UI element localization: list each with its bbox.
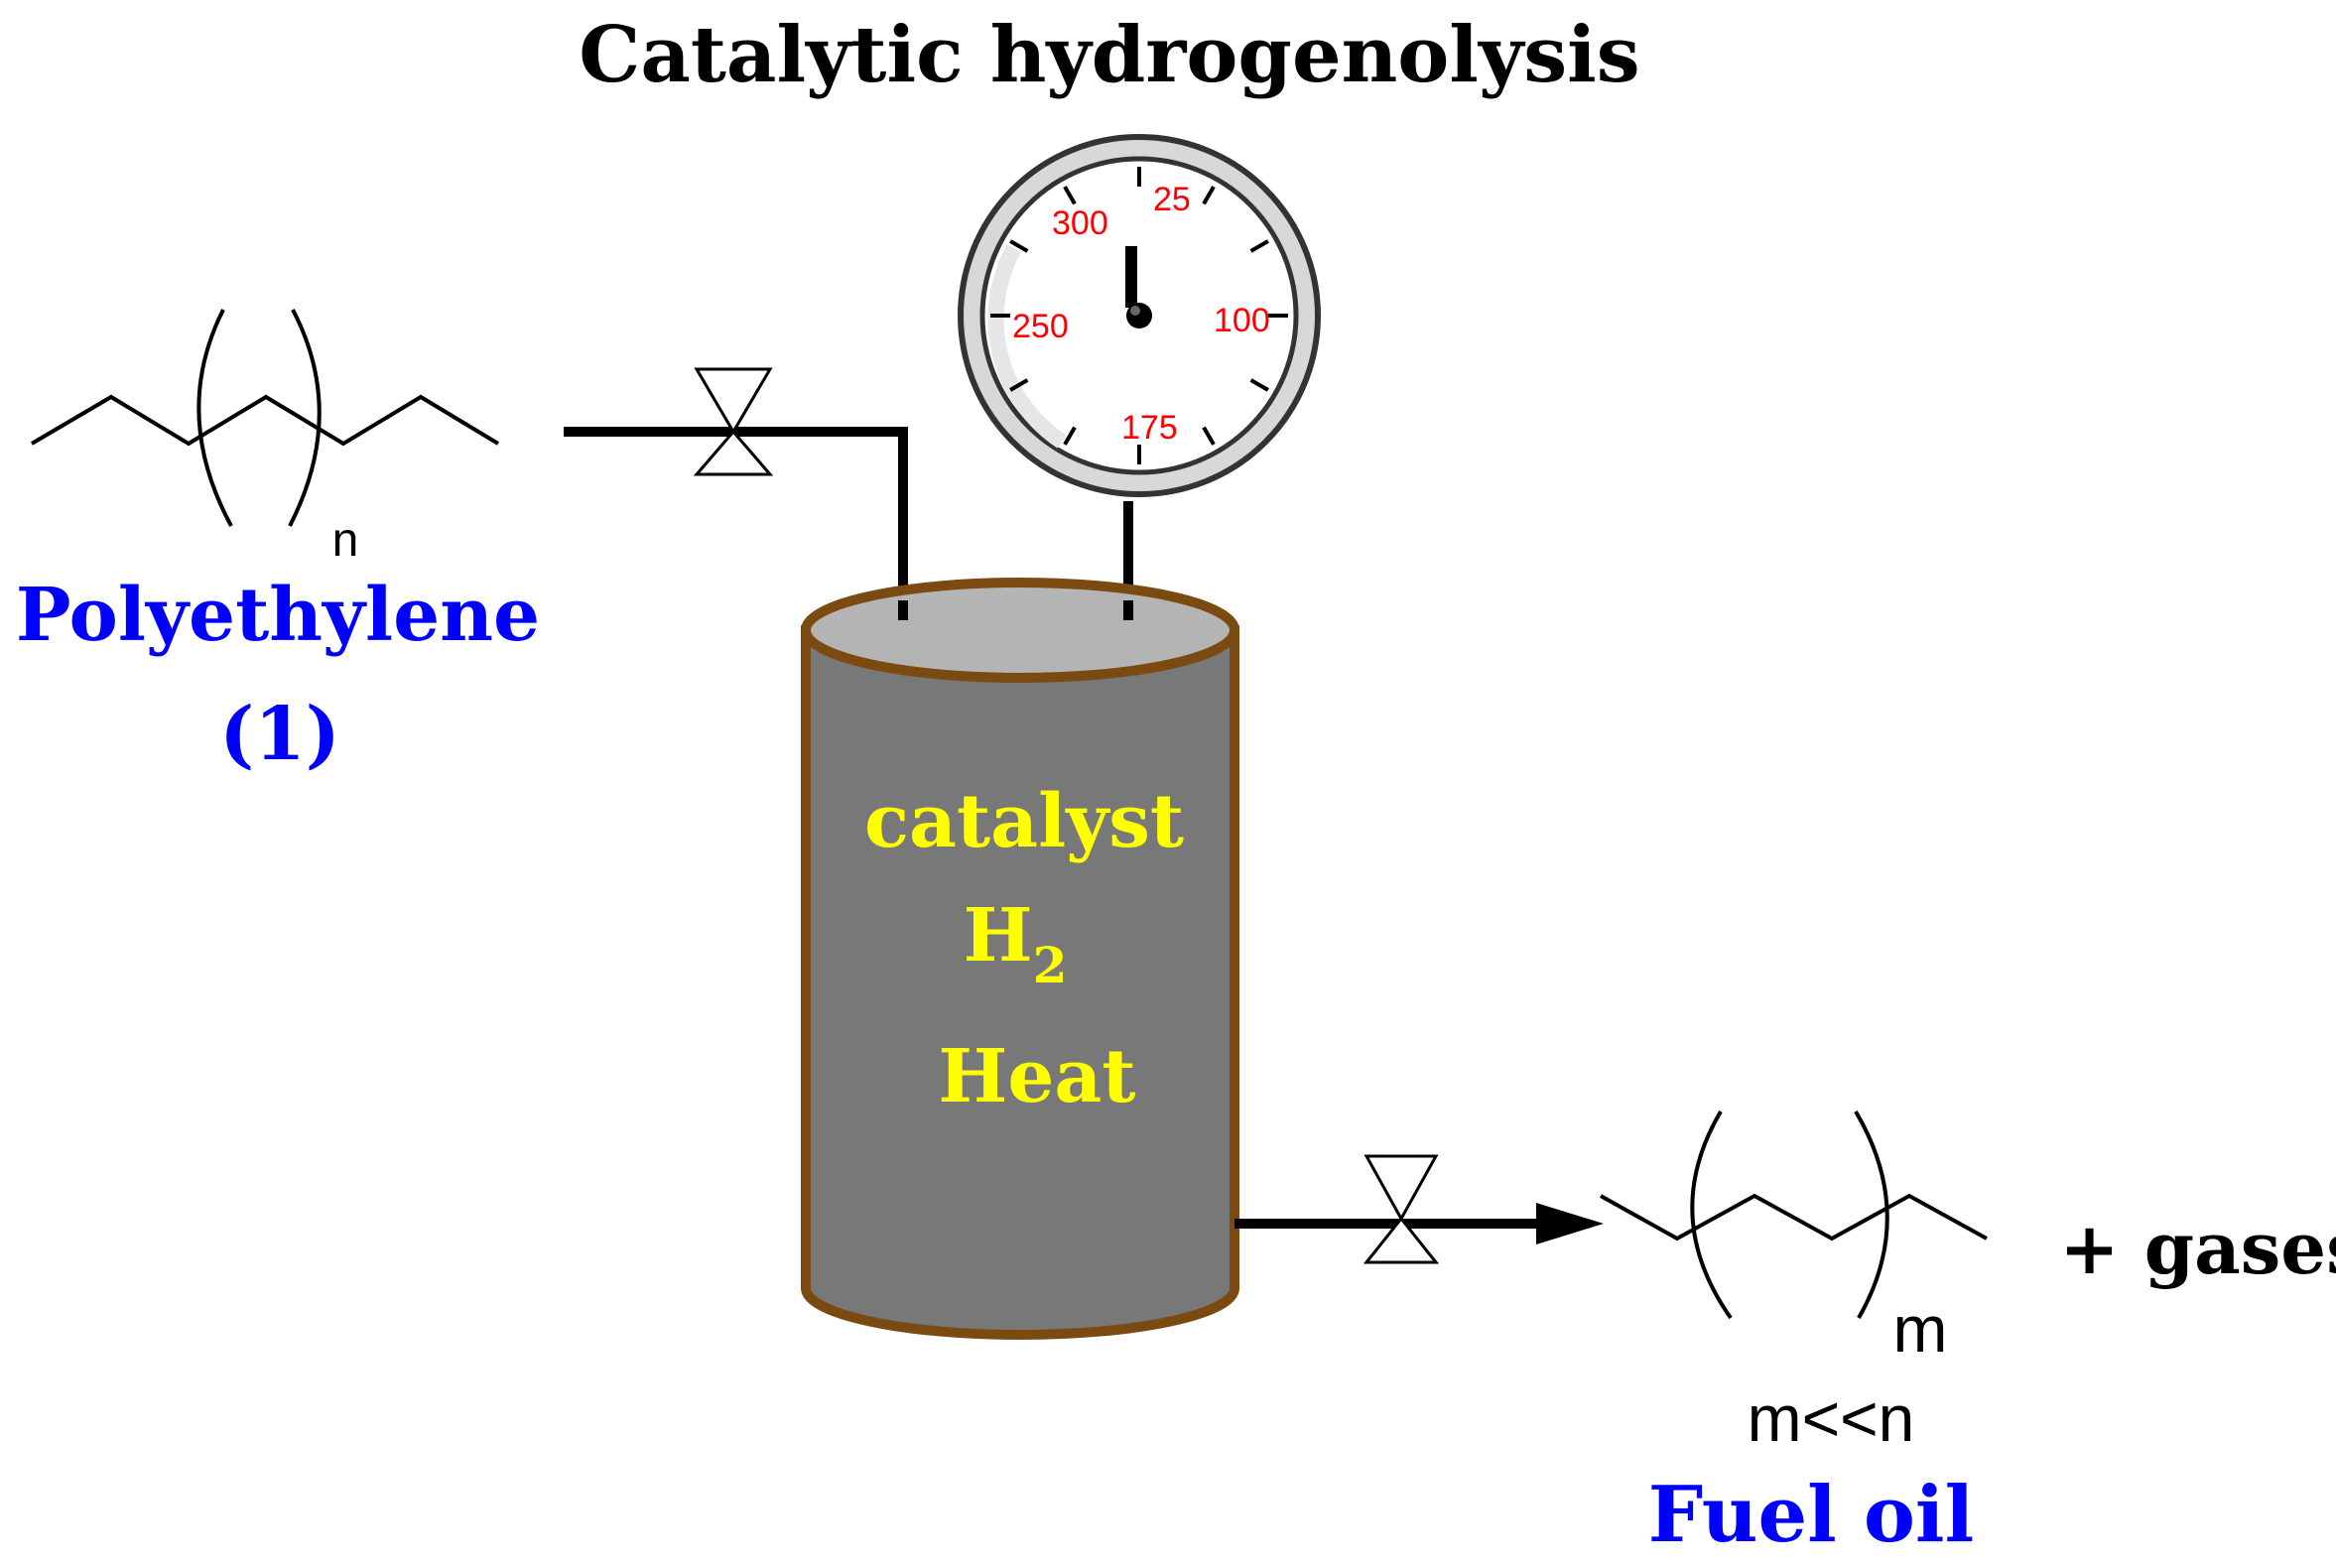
reactor-top [801,578,1239,683]
gauge-label-100: 100 [1214,302,1270,339]
left-product-bracket [1690,1110,1733,1320]
polyethylene-structure [30,309,500,527]
gauge-tick [1202,426,1216,446]
repeat-subscript-m: m [1893,1292,1948,1366]
fuel-oil-chain [1600,1193,1988,1241]
gauge-tick [1063,186,1077,205]
diagram-title: Catalytic hydrogenolysis [579,10,1639,100]
repeat-subscript-n: n [332,514,359,567]
valve-icon [1363,1154,1440,1264]
pressure-gauge: 25 300 250 100 175 [958,134,1321,497]
gauge-label-300: 300 [1052,204,1108,242]
polyethylene-chain [30,394,500,447]
reactor-heat-label: Heat [938,1034,1135,1119]
left-repeat-bracket [196,309,233,527]
gauge-ticks [990,167,1288,464]
product-name: Fuel oil [1648,1470,1974,1560]
gauge-tick [1249,378,1269,392]
gauge-tick [1249,239,1269,253]
product-condition: m<<n [1748,1381,1915,1455]
gauge-label-250: 250 [1012,308,1069,345]
reactant-number: (1) [219,692,340,777]
fuel-oil-structure [1600,1110,1988,1320]
gauge-label-175: 175 [1121,409,1178,447]
gauge-tick [1009,378,1029,392]
gauge-label-25: 25 [1153,181,1191,218]
arrow-right-icon [1536,1203,1604,1244]
right-repeat-bracket [288,309,322,527]
inlet-pipe [564,427,908,620]
valve-icon [693,367,774,476]
gauge-tick [1009,239,1029,253]
reactor-h2-label: H2 [964,893,1068,994]
right-product-bracket [1854,1110,1889,1319]
gauge-tick [1202,186,1216,205]
product-extra: + gases [2059,1206,2336,1290]
gauge-hub [1126,303,1152,328]
reactant-name: Polyethylene [16,573,540,658]
reactor-catalyst-label: catalyst [864,779,1184,864]
gauge-tick [1063,426,1077,446]
